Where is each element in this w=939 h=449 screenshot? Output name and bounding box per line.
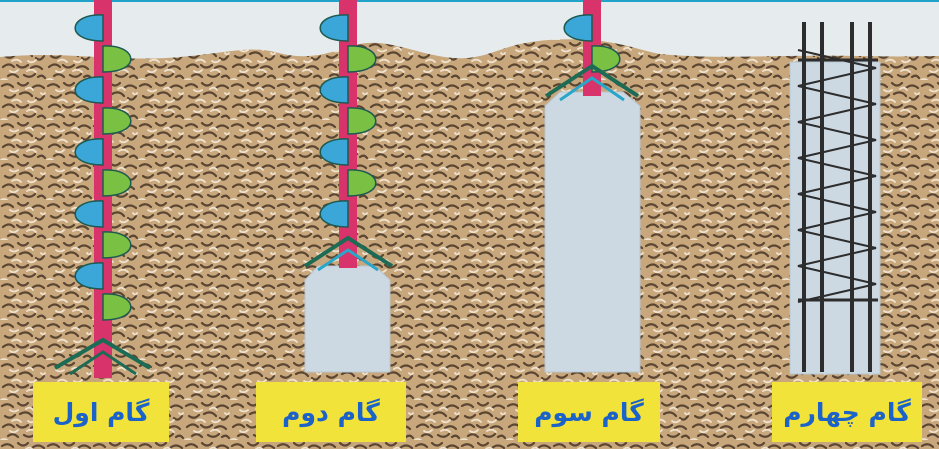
step-label-4: گام چهارم (772, 382, 922, 442)
step4-column (790, 22, 880, 374)
step-label-2-text: گام دوم (282, 398, 380, 427)
step-label-4-text: گام چهارم (783, 398, 911, 427)
step-label-3: گام سوم (518, 382, 660, 442)
step-label-1-text: گام اول (53, 398, 150, 427)
step-label-3-text: گام سوم (534, 398, 644, 427)
step-label-2: گام دوم (256, 382, 406, 442)
step-label-1: گام اول (33, 382, 169, 442)
